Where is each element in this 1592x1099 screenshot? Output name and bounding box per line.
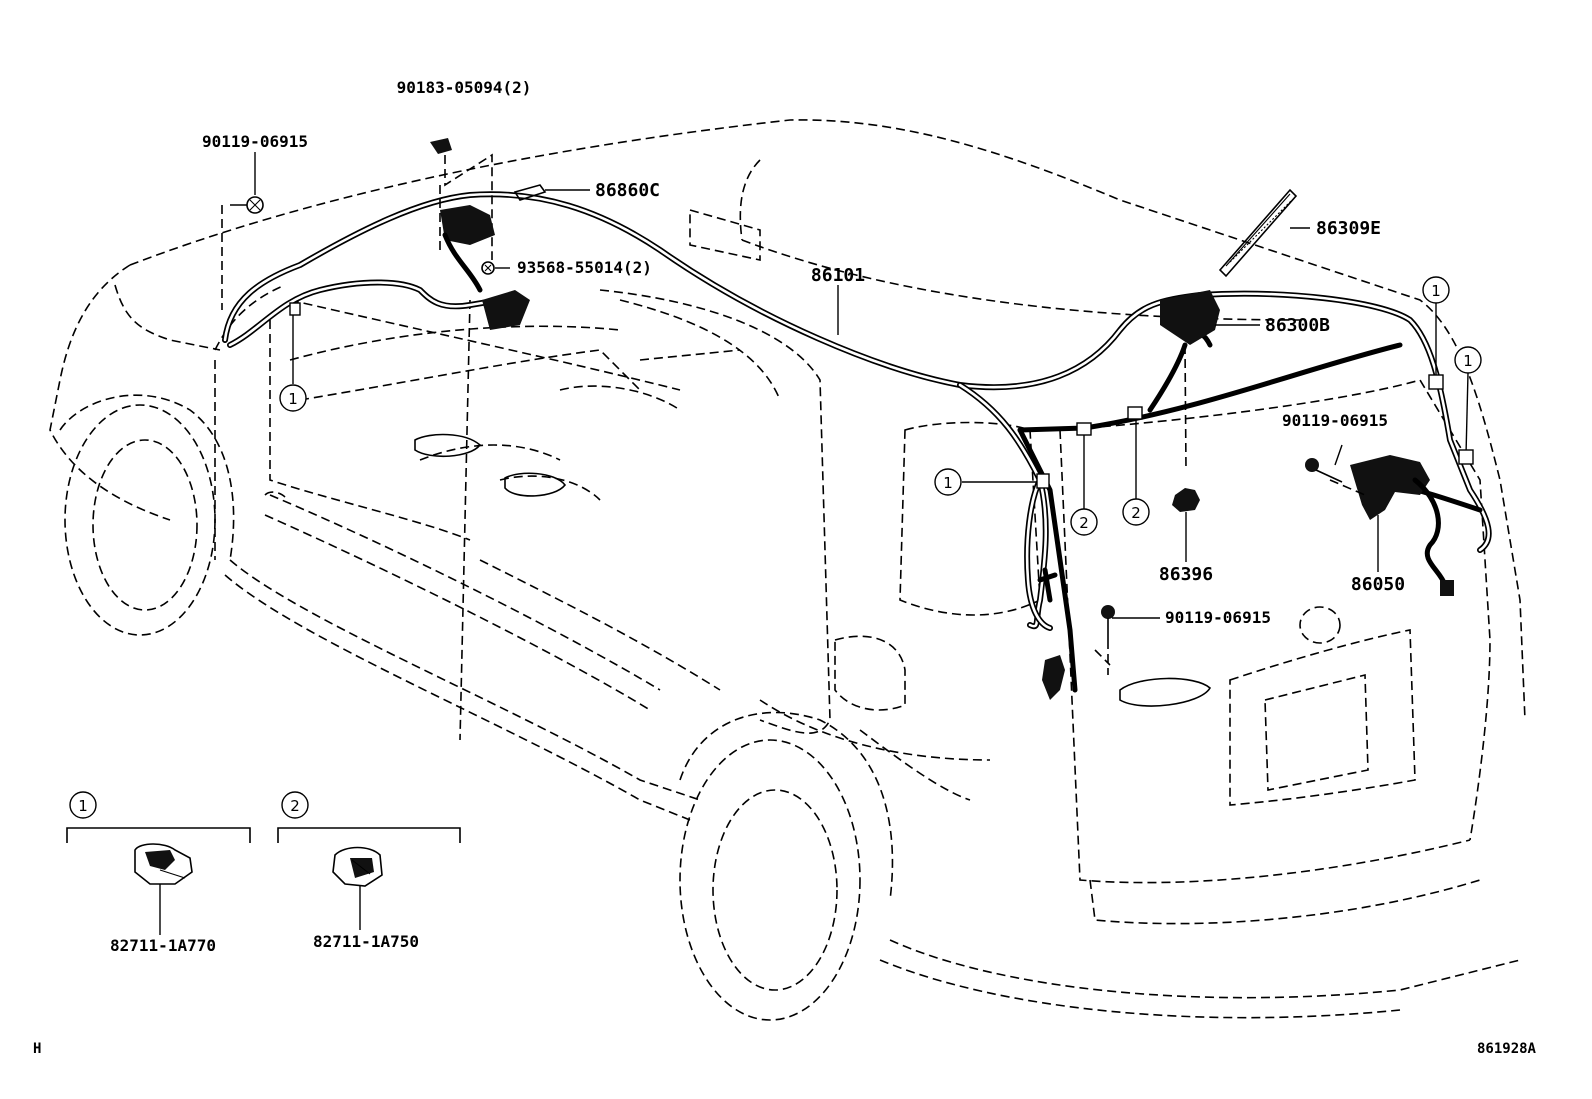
bolt-90119-06915-lower	[1094, 605, 1115, 675]
legend-clip-2: 2 82711-1A750	[277, 791, 461, 951]
amplifier-86050	[1350, 455, 1454, 596]
clip-82711-1a770-icon	[134, 843, 193, 885]
connector-86860c	[513, 184, 590, 201]
wire-harness-86101	[222, 191, 1492, 631]
bolt-90119-06915-right	[1305, 444, 1366, 496]
bracket-front-harness	[440, 205, 530, 330]
callout-2-right: 2	[1122, 498, 1150, 526]
svg-text:2: 2	[290, 797, 300, 815]
svg-text:1: 1	[288, 390, 298, 408]
svg-text:1: 1	[1463, 352, 1473, 370]
svg-text:1: 1	[1431, 282, 1441, 300]
callout-1-rear-right: 1	[1454, 346, 1482, 374]
part-label-86309e: 86309E	[1316, 218, 1381, 239]
part-label-93568-55014: 93568-55014(2)	[517, 258, 652, 277]
clip-90183-05094	[430, 138, 493, 260]
part-label-82711-1a770: 82711-1A770	[110, 936, 216, 955]
legend-clip-1: 1 82711-1A770	[66, 791, 251, 955]
svg-text:1: 1	[943, 474, 953, 492]
part-label-90119-06915-top: 90119-06915	[202, 132, 308, 151]
bolt-90119-06915-top	[221, 152, 264, 310]
part-label-86300b: 86300B	[1265, 315, 1330, 336]
footer-left-code: H	[33, 1041, 41, 1057]
screw-93568-55014	[481, 261, 510, 275]
connector-rear-lower	[1037, 567, 1065, 700]
part-label-82711-1a750: 82711-1A750	[313, 932, 419, 951]
svg-text:1: 1	[78, 797, 88, 815]
part-label-86101: 86101	[811, 265, 865, 286]
antenna-rod-86309e	[1218, 188, 1298, 278]
callout-1-rear-top: 1	[1422, 276, 1450, 304]
callout-2-left: 2	[1070, 508, 1098, 536]
vehicle-body-outline	[49, 119, 1526, 1021]
harness-clips	[289, 302, 1474, 489]
part-label-86860c: 86860C	[595, 180, 660, 201]
diagram-id: 861928A	[1477, 1041, 1537, 1057]
part-label-90119-06915-lower: 90119-06915	[1165, 608, 1271, 627]
callout-1-front: 1	[279, 384, 307, 412]
part-label-86050: 86050	[1351, 574, 1405, 595]
nut-86396	[1172, 488, 1200, 562]
part-label-90183-05094: 90183-05094(2)	[397, 78, 532, 97]
svg-text:2: 2	[1131, 504, 1141, 522]
callout-1-rear-left: 1	[934, 468, 962, 496]
antenna-base-86300b	[1160, 290, 1220, 471]
part-label-86396: 86396	[1159, 564, 1213, 585]
svg-text:2: 2	[1079, 514, 1089, 532]
clip-82711-1a750-icon	[332, 846, 383, 887]
part-label-90119-06915-right: 90119-06915	[1282, 411, 1388, 430]
leader-lines	[292, 227, 1469, 619]
